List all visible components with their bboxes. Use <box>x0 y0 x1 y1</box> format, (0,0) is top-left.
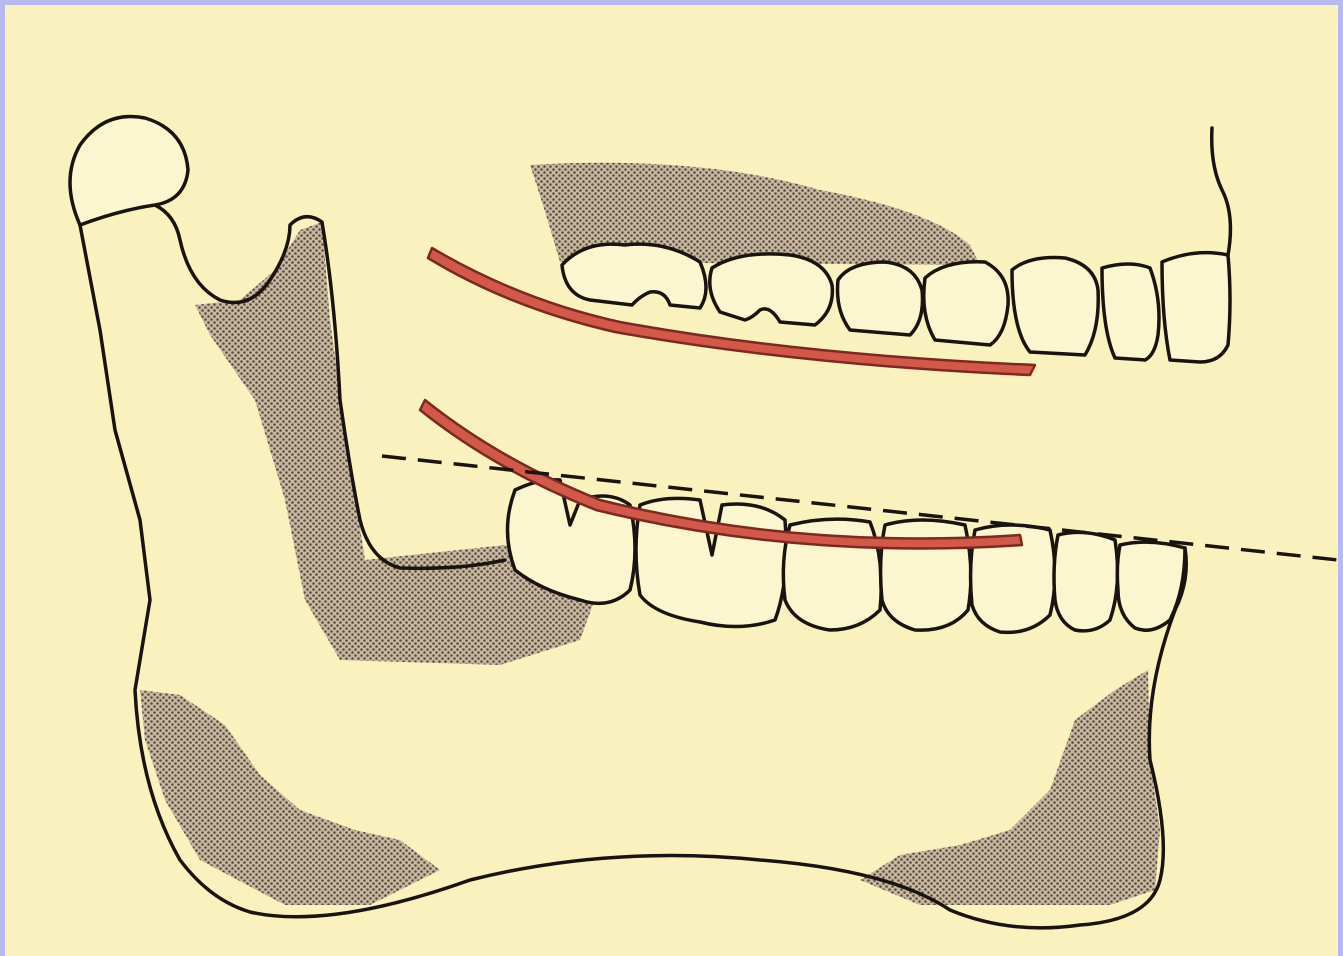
upper-tooth <box>924 262 1008 345</box>
upper-tooth <box>838 262 923 335</box>
lower-tooth <box>1117 542 1185 630</box>
shade-chin-region <box>860 670 1160 905</box>
upper-tooth <box>1102 264 1159 360</box>
jaw-diagram <box>5 5 1338 956</box>
lower-tooth <box>1054 532 1118 630</box>
shade-angle-region <box>140 690 440 905</box>
upper-tooth <box>562 244 706 308</box>
upper-lip-profile <box>1212 128 1231 255</box>
shade-ramus-region <box>195 222 600 665</box>
figure-frame <box>5 5 1338 956</box>
lower-tooth <box>881 520 971 630</box>
upper-tooth <box>710 254 833 325</box>
upper-tooth <box>1162 253 1230 362</box>
upper-tooth <box>1012 258 1098 356</box>
condyle-knob <box>70 117 188 225</box>
